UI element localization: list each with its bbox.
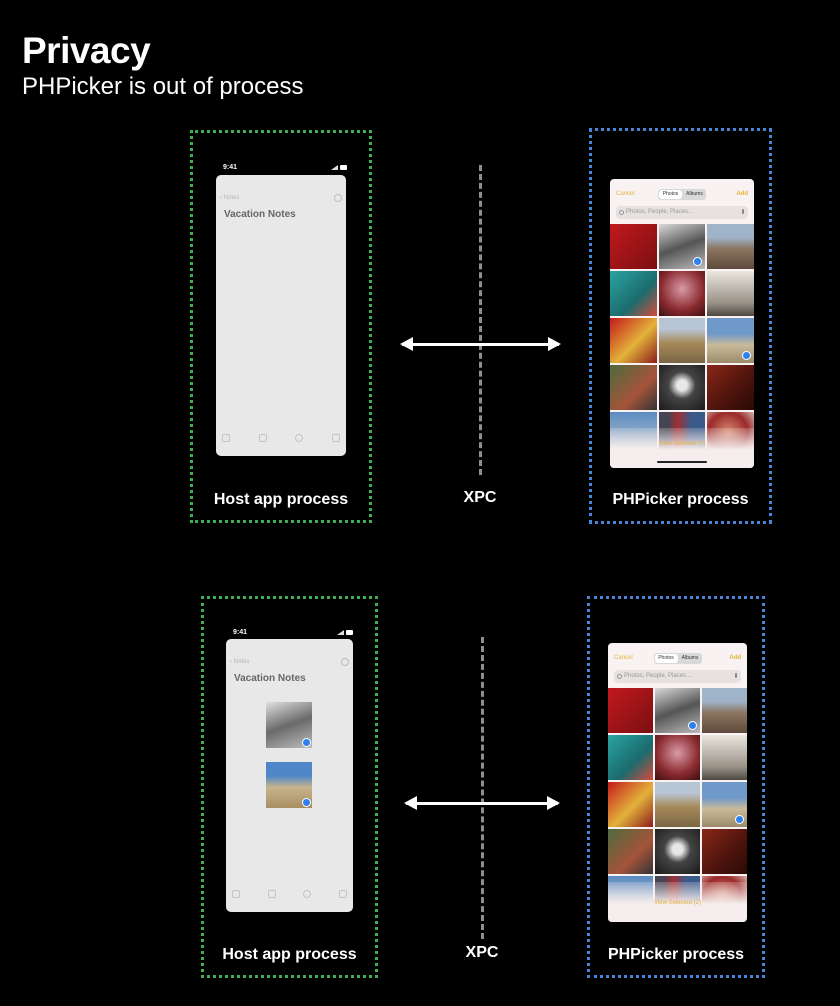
checkmark-badge-icon [693, 257, 703, 266]
photo-thumbnail[interactable] [658, 224, 706, 269]
photo-thumbnail[interactable] [608, 829, 653, 874]
photo-thumbnail[interactable] [608, 782, 653, 827]
notes-app-screen: ‹ Notes Vacation Notes [216, 175, 346, 456]
status-icons [331, 165, 347, 170]
photos-albums-segmented-control[interactable]: Photos Albums [658, 189, 706, 200]
checkmark-badge-icon [302, 738, 311, 747]
search-icon [619, 210, 624, 215]
double-headed-arrow [404, 796, 560, 810]
photo-grid [610, 224, 754, 457]
cancel-button[interactable]: Cancel [614, 655, 633, 661]
photo-thumbnail[interactable] [707, 318, 754, 363]
photo-thumbnail[interactable] [707, 271, 754, 316]
add-button[interactable]: Add [729, 655, 741, 661]
share-icon[interactable] [341, 658, 349, 666]
xpc-boundary-line [481, 637, 484, 939]
back-button[interactable]: ‹ Notes [220, 195, 240, 201]
camera-icon[interactable] [267, 890, 276, 898]
tab-photos[interactable]: Photos [659, 190, 682, 199]
photo-picker-screen: Cancel Photos Albums Add Photos, People,… [610, 179, 754, 468]
photo-thumbnail[interactable] [658, 318, 706, 363]
back-button[interactable]: ‹ Notes [230, 659, 250, 665]
photo-thumbnail[interactable] [707, 224, 754, 269]
compose-icon[interactable] [338, 890, 347, 898]
photo-thumbnail[interactable] [610, 318, 657, 363]
microphone-icon[interactable] [742, 209, 744, 214]
cancel-button[interactable]: Cancel [616, 191, 635, 197]
xpc-label: XPC [465, 944, 499, 961]
checkmark-badge-icon [742, 351, 751, 360]
slide-title: Privacy [22, 30, 151, 71]
photo-thumbnail[interactable] [658, 365, 706, 410]
checkmark-badge-icon [302, 798, 311, 807]
host-app-process-box: 9:41 ‹ Notes Vacation Notes Host app pro… [190, 130, 372, 523]
checkmark-badge-icon [735, 815, 744, 824]
photo-thumbnail[interactable] [655, 735, 700, 780]
status-icons [337, 630, 353, 635]
tab-albums[interactable]: Albums [681, 655, 699, 661]
notes-app-screen: ‹ Notes Vacation Notes [226, 639, 353, 912]
photo-thumbnail[interactable] [702, 688, 747, 733]
microphone-icon[interactable] [735, 673, 737, 678]
phpicker-process-box: Cancel Photos Albums Add Photos, People,… [589, 128, 772, 524]
photo-thumbnail[interactable] [702, 782, 747, 827]
host-process-label: Host app process [222, 946, 357, 963]
status-time: 9:41 [233, 629, 248, 636]
view-selected-button[interactable]: View Selected (2) [654, 900, 701, 906]
attached-photo-grayscale-landscape[interactable] [266, 702, 312, 748]
host-app-process-box: 9:41 ‹ Notes Vacation Notes Host app pro… [201, 596, 378, 978]
picker-process-label: PHPicker process [612, 491, 749, 508]
status-time: 9:41 [223, 164, 238, 171]
selection-footer [608, 882, 747, 922]
markup-icon[interactable] [295, 434, 304, 442]
photo-thumbnail[interactable] [610, 271, 657, 316]
photo-thumbnail[interactable] [655, 829, 700, 874]
add-button[interactable]: Add [736, 191, 748, 197]
search-icon [617, 674, 622, 679]
camera-icon[interactable] [258, 434, 267, 442]
photo-thumbnail[interactable] [655, 688, 700, 733]
view-selected-button[interactable]: View Selected (2) [658, 441, 706, 447]
home-indicator [657, 461, 707, 463]
compose-icon[interactable] [331, 434, 340, 442]
phpicker-process-box: Cancel Photos Albums Add Photos, People,… [587, 596, 765, 978]
photo-thumbnail[interactable] [610, 224, 657, 269]
attached-photo-mountain-desert[interactable] [266, 762, 312, 808]
note-title: Vacation Notes [234, 673, 306, 684]
photo-thumbnail[interactable] [608, 735, 653, 780]
photo-thumbnail[interactable] [608, 688, 653, 733]
notes-toolbar [222, 434, 340, 442]
markup-icon[interactable] [303, 890, 312, 898]
photo-picker-screen: Cancel Photos Albums Add Photos, People,… [608, 643, 747, 922]
tab-albums[interactable]: Albums [686, 191, 703, 197]
checkmark-badge-icon [688, 721, 697, 730]
xpc-label: XPC [463, 489, 497, 506]
host-process-label: Host app process [213, 491, 349, 508]
double-headed-arrow [400, 337, 561, 351]
search-field[interactable]: Photos, People, Places... [614, 670, 741, 683]
photos-albums-segmented-control[interactable]: Photos Albums [653, 653, 702, 664]
slide-subtitle: PHPicker is out of process [22, 73, 304, 100]
tab-photos[interactable]: Photos [654, 654, 678, 663]
notes-toolbar [232, 890, 347, 898]
photo-thumbnail[interactable] [702, 735, 747, 780]
picker-process-label: PHPicker process [607, 946, 745, 963]
note-title: Vacation Notes [224, 209, 296, 220]
photo-thumbnail[interactable] [610, 365, 657, 410]
photo-thumbnail[interactable] [707, 365, 754, 410]
search-field[interactable]: Photos, People, Places... [616, 206, 748, 219]
photo-thumbnail[interactable] [655, 782, 700, 827]
checklist-icon[interactable] [222, 434, 230, 442]
share-icon[interactable] [334, 194, 342, 202]
photo-thumbnail[interactable] [702, 829, 747, 874]
checklist-icon[interactable] [232, 890, 240, 898]
photo-thumbnail[interactable] [658, 271, 706, 316]
xpc-boundary-line [479, 165, 482, 475]
